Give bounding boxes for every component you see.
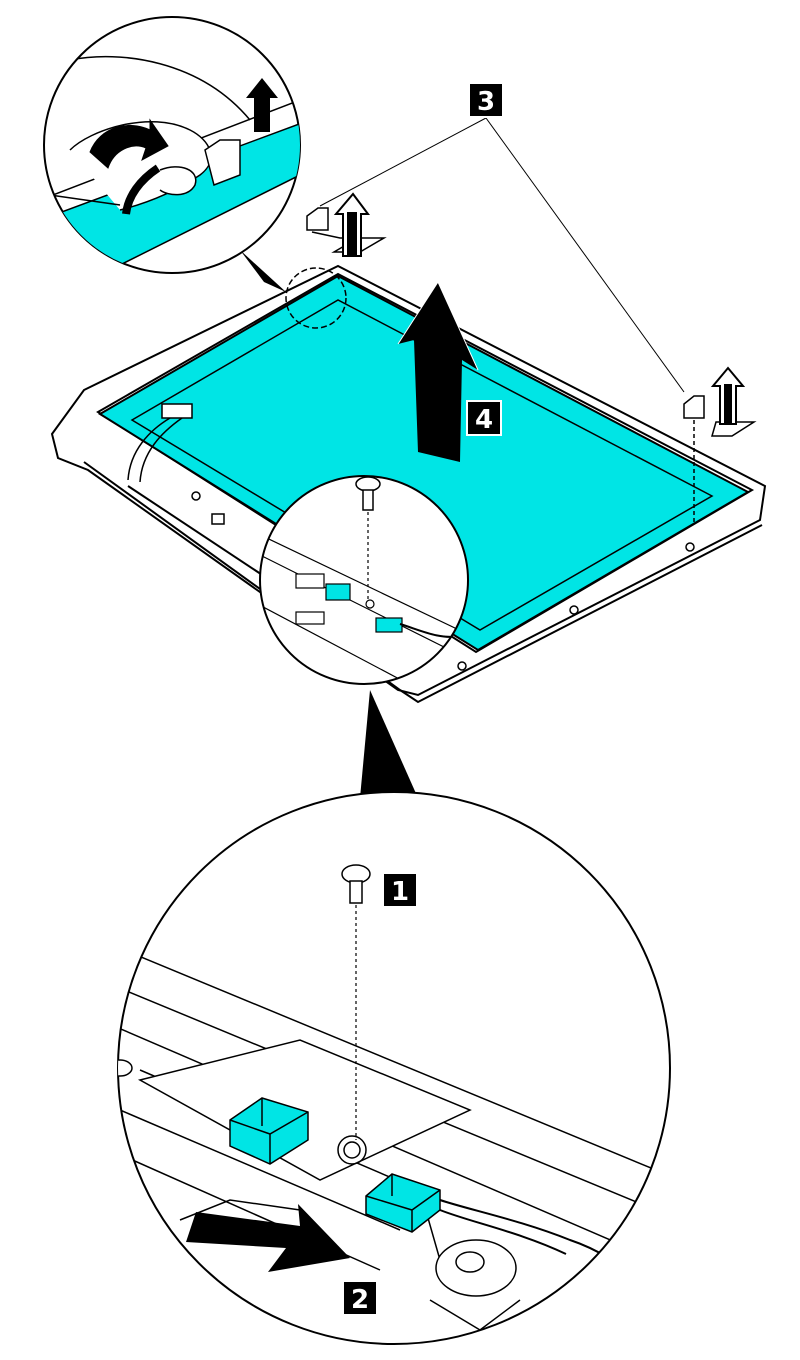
lcd-panel xyxy=(98,274,751,652)
arrow-up-icon xyxy=(710,366,746,425)
curved-arrow-icon xyxy=(89,118,169,169)
arrow-up-icon xyxy=(333,192,370,257)
screw-icon xyxy=(341,864,371,904)
step-4-badge: 4 xyxy=(466,400,502,436)
screw-holes xyxy=(191,491,695,671)
arrow-up-icon xyxy=(246,78,278,132)
connector-detail-view xyxy=(259,475,469,685)
step-2-badge: 2 xyxy=(342,1280,378,1316)
step-1-badge: 1 xyxy=(382,872,418,908)
step-3-badge: 3 xyxy=(468,82,504,118)
detail-marker xyxy=(285,267,347,329)
screw-connector-detail-view xyxy=(117,791,671,1345)
screw-icon xyxy=(355,476,381,511)
latch-detail-view xyxy=(43,16,301,274)
lift-arrow-icon xyxy=(397,280,479,462)
latch-icon xyxy=(683,395,757,437)
slide-arrow-icon xyxy=(186,1204,350,1272)
panel-connector xyxy=(161,403,193,419)
